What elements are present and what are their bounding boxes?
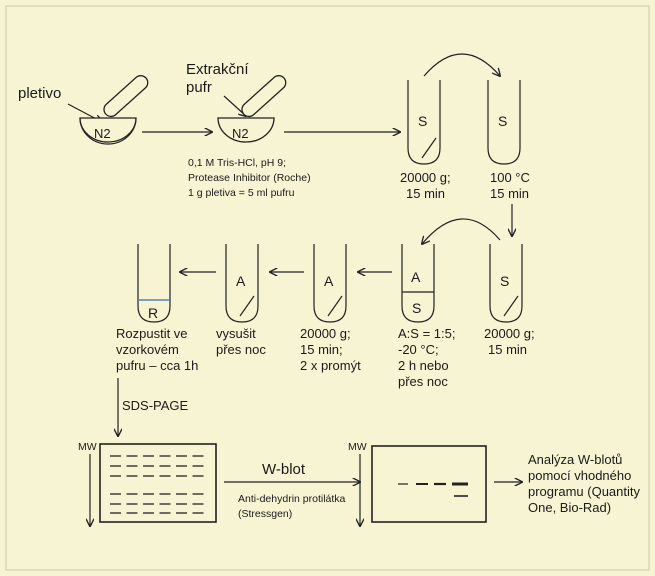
tube-mid-AS-caption-4: přes noc <box>398 374 448 389</box>
tube-letter: S <box>498 113 507 129</box>
pellet-mark <box>328 296 342 316</box>
tube-top-2-caption-2: 15 min <box>490 186 529 201</box>
tube-mid-A1: A <box>314 244 346 322</box>
tube-letter: A <box>236 273 246 289</box>
wblot-label: W-blot <box>262 461 306 478</box>
tube-mid-AS: A S <box>402 244 434 322</box>
tube-mid-A2-caption-2: přes noc <box>216 342 266 357</box>
tube-mid-S-caption-1: 20000 g; <box>484 326 535 341</box>
tube-mid-AS-caption-1: A:S = 1:5; <box>398 326 455 341</box>
arrow-transfer-mid <box>422 219 500 244</box>
sds-gel <box>100 444 216 522</box>
tissue-label: pletivo <box>18 85 61 102</box>
buffer-detail-3: 1 g pletiva = 5 ml pufru <box>188 187 295 199</box>
tube-letter: S <box>418 113 427 129</box>
buffer-label-1: Extrakční <box>186 61 249 78</box>
mortar2-label: N2 <box>232 126 249 141</box>
tube-top-1-caption-1: 20000 g; <box>400 170 451 185</box>
arrow-transfer-top <box>424 54 500 76</box>
tube-letter: A <box>324 273 334 289</box>
buffer-label-2: pufr <box>186 79 212 96</box>
antibody-label-2: (Stressgen) <box>238 508 292 520</box>
tube-mid-A2: A <box>226 244 258 322</box>
pellet-mark <box>240 296 254 316</box>
tube-mid-A1-caption-3: 2 x promýt <box>300 358 361 373</box>
tube-top-2: S <box>488 80 520 164</box>
tube-top-1: S <box>408 80 440 164</box>
tube-mid-R-caption-1: Rozpustit ve <box>116 326 188 341</box>
tube-mid-S: S <box>490 244 522 322</box>
tube-mid-S-caption-2: 15 min <box>488 342 527 357</box>
tube-mid-AS-caption-2: -20 °C; <box>398 342 439 357</box>
analysis-line-4: One, Bio-Rad) <box>528 500 611 515</box>
pestle-icon <box>239 73 288 120</box>
mortar-1: N2 <box>80 73 151 144</box>
tube-top-1-caption-2: 15 min <box>406 186 445 201</box>
tube-mid-R: R <box>138 244 170 322</box>
tube-letter-bottom: S <box>412 300 421 316</box>
tube-mid-R-caption-3: pufru – cca 1h <box>116 358 198 373</box>
pellet-mark <box>504 296 518 316</box>
antibody-label-1: Anti-dehydrin protilátka <box>238 493 346 505</box>
western-blot <box>372 446 486 522</box>
mw-label-right: MW <box>348 441 367 453</box>
tube-mid-R-caption-2: vzorkovém <box>116 342 179 357</box>
tube-mid-A2-caption-1: vysušit <box>216 326 256 341</box>
buffer-detail-1: 0,1 M Tris-HCl, pH 9; <box>188 157 286 169</box>
tube-mid-A1-caption-2: 15 min; <box>300 342 343 357</box>
mw-label-left: MW <box>78 441 97 453</box>
tube-letter-top: A <box>411 269 421 285</box>
tube-letter: S <box>500 273 509 289</box>
pestle-icon <box>101 73 150 120</box>
sds-label: SDS-PAGE <box>122 398 189 413</box>
tube-top-2-caption-1: 100 °C <box>490 170 530 185</box>
tube-mid-A1-caption-1: 20000 g; <box>300 326 351 341</box>
pellet-mark <box>422 138 436 158</box>
analysis-line-1: Analýza W-blotů <box>528 452 622 467</box>
mortar1-label: N2 <box>94 126 111 141</box>
tube-mid-AS-caption-3: 2 h nebo <box>398 358 449 373</box>
buffer-detail-2: Protease Inhibitor (Roche) <box>188 172 311 184</box>
analysis-line-3: programu (Quantity <box>528 484 640 499</box>
analysis-line-2: pomocí vhodného <box>528 468 631 483</box>
mortar-2: N2 <box>218 73 289 142</box>
tube-letter: R <box>148 305 158 321</box>
